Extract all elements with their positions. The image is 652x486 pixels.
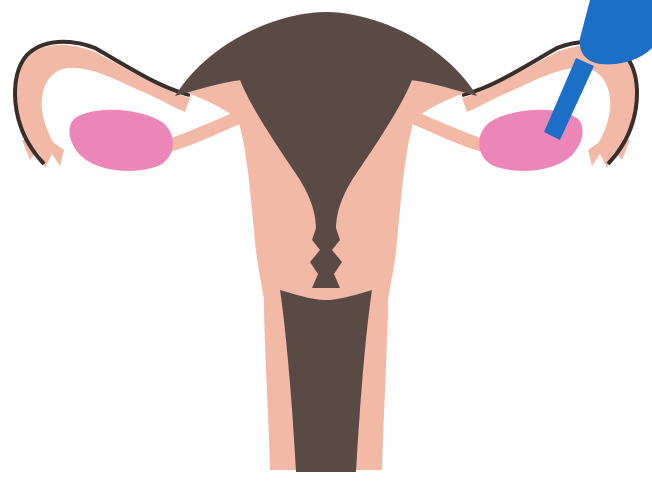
probe-handle [580, 0, 652, 64]
